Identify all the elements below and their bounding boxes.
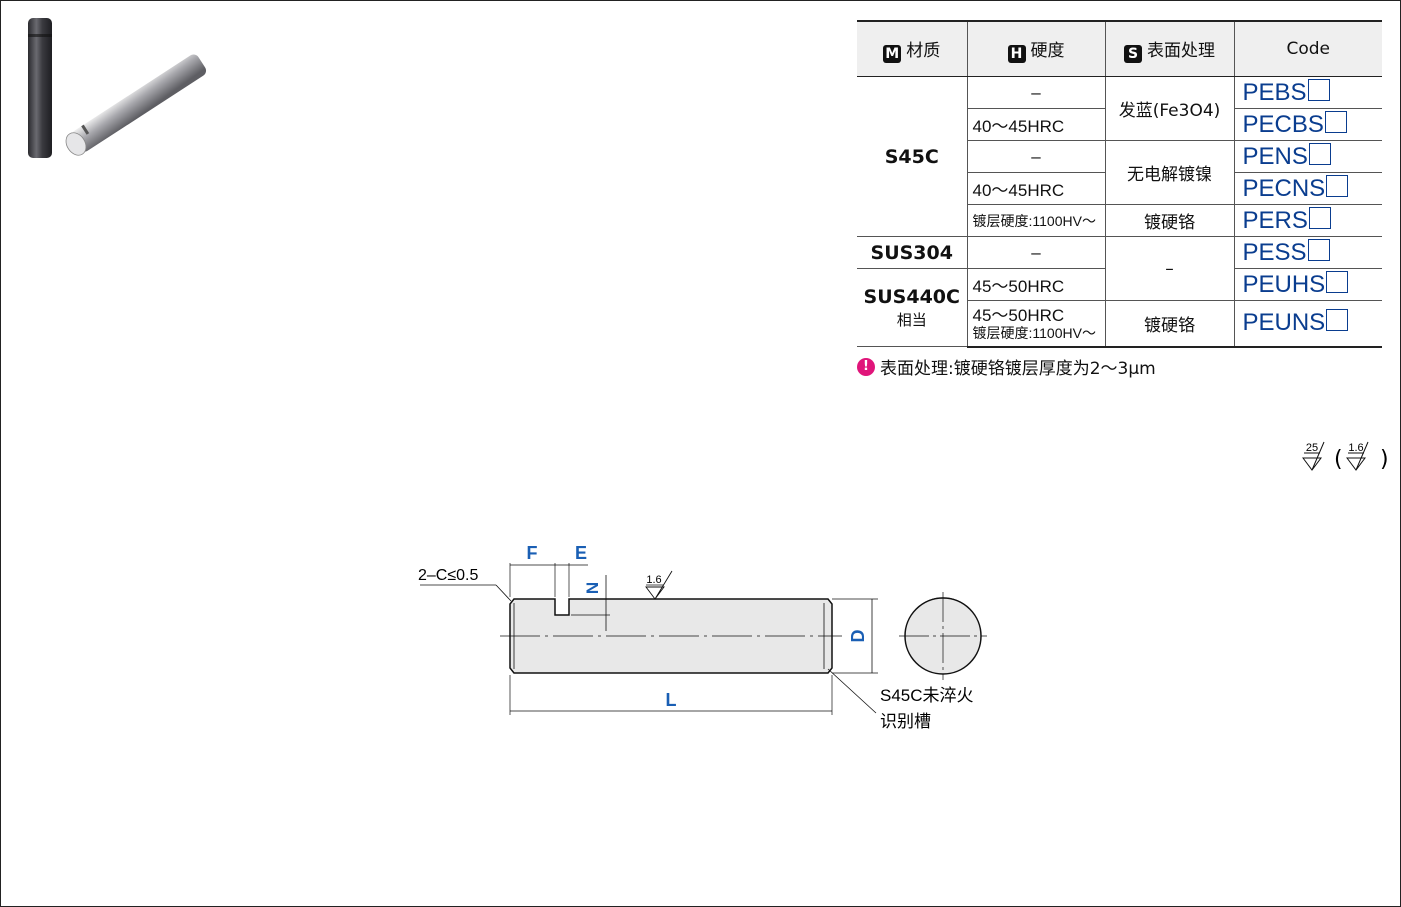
code-cell: PESS (1233, 236, 1382, 269)
code-text: PECBS (1242, 110, 1324, 138)
surface-black-oxide: 发蓝(Fe3O4) (1104, 76, 1235, 141)
surface-note-text: 表面处理:镀硬铬镀层厚度为2～3μm (880, 359, 1156, 379)
dim-f-label: F (527, 543, 538, 563)
code-placeholder-box (1326, 309, 1349, 332)
material-sus440c-name: SUS440C (863, 285, 960, 308)
header-material-label: 材质 (906, 40, 941, 61)
code-text: PESS (1242, 238, 1307, 266)
open-paren: ( (1334, 447, 1343, 472)
code-placeholder-box (1308, 142, 1331, 165)
code-cell: PECBS (1233, 108, 1382, 141)
code-text: PERS (1242, 206, 1308, 234)
plating-hardness: 镀层硬度:1100HV～ (972, 212, 1096, 229)
code-cell: PEUNS (1233, 300, 1382, 348)
groove-note-line2: 识别槽 (880, 712, 931, 731)
roughness-triangle-icon (1302, 441, 1325, 471)
roughness-general-value: 25 (1306, 442, 1318, 454)
close-paren: ) (1380, 447, 1389, 472)
technical-drawing: F E N 2–C≤0.5 1.6 D L S45C未淬火 识别槽 (418, 543, 987, 731)
surface-note: ! 表面处理:镀硬铬镀层厚度为2～3μm (857, 354, 1156, 379)
code-text: PEUHS (1242, 270, 1326, 298)
roughness-symbols: 25 ( 1.6 ) (1302, 441, 1389, 472)
hardness-cell: 40～45HRC (966, 108, 1106, 141)
hardness-cell: – (966, 140, 1106, 173)
code-text: PEUNS (1242, 309, 1326, 337)
material-sus440c-suffix: 相当 (896, 310, 927, 329)
code-placeholder-box (1308, 206, 1331, 229)
roughness-triangle-icon (1346, 441, 1369, 471)
dim-l-label: L (666, 690, 677, 710)
code-placeholder-box (1326, 270, 1349, 293)
code-cell: PEBS (1233, 76, 1382, 109)
hardness-cell: 45～50HRC (966, 268, 1106, 301)
roughness-specified-value: 1.6 (1348, 442, 1363, 454)
surface-mark-value: 1.6 (646, 574, 661, 586)
code-placeholder-box (1307, 78, 1330, 101)
code-placeholder-box (1307, 238, 1330, 261)
dim-n-label: N (583, 582, 602, 594)
code-text: PECNS (1242, 174, 1326, 202)
material-icon: M (883, 44, 902, 63)
hardness-cell: 镀层硬度:1100HV～ (966, 204, 1106, 237)
code-cell: PECNS (1233, 172, 1382, 205)
material-sus440c: SUS440C 相当 (857, 268, 968, 347)
surface-icon: S (1124, 44, 1142, 63)
code-placeholder-box (1326, 174, 1349, 197)
header-hardness-label: 硬度 (1030, 40, 1065, 61)
groove-note-line1: S45C未淬火 (880, 686, 974, 705)
dim-e-label: E (575, 543, 587, 563)
code-cell: PEUHS (1233, 268, 1382, 301)
surface-none: – (1104, 236, 1235, 301)
header-surface: S 表面处理 (1104, 20, 1235, 77)
code-text: PENS (1242, 142, 1308, 170)
chamfer-label: 2–C≤0.5 (418, 567, 478, 584)
hardness-cell: – (966, 236, 1106, 269)
plating-hardness: 镀层硬度:1100HV～ (972, 324, 1096, 341)
hardness-icon: H (1007, 44, 1026, 63)
material-sus304: SUS304 (857, 236, 968, 269)
dim-d-label: D (848, 630, 868, 643)
surface-nickel: 无电解镀镍 (1104, 140, 1235, 205)
surface-chrome: 镀硬铬 (1104, 204, 1235, 237)
hardness-cell: 40～45HRC (966, 172, 1106, 205)
code-cell: PENS (1233, 140, 1382, 173)
hardness-cell: – (966, 76, 1106, 109)
surface-chrome: 镀硬铬 (1104, 300, 1235, 348)
product-photo (28, 18, 207, 158)
material-s45c: S45C (857, 76, 968, 237)
code-cell: PERS (1233, 204, 1382, 237)
header-code-label: Code (1286, 39, 1331, 59)
warning-icon: ! (857, 357, 875, 376)
code-placeholder-box (1324, 110, 1347, 133)
header-surface-label: 表面处理 (1147, 40, 1215, 61)
hardness-value: 45～50HRC (972, 305, 1065, 325)
code-text: PEBS (1242, 78, 1307, 106)
header-code: Code (1233, 20, 1382, 77)
